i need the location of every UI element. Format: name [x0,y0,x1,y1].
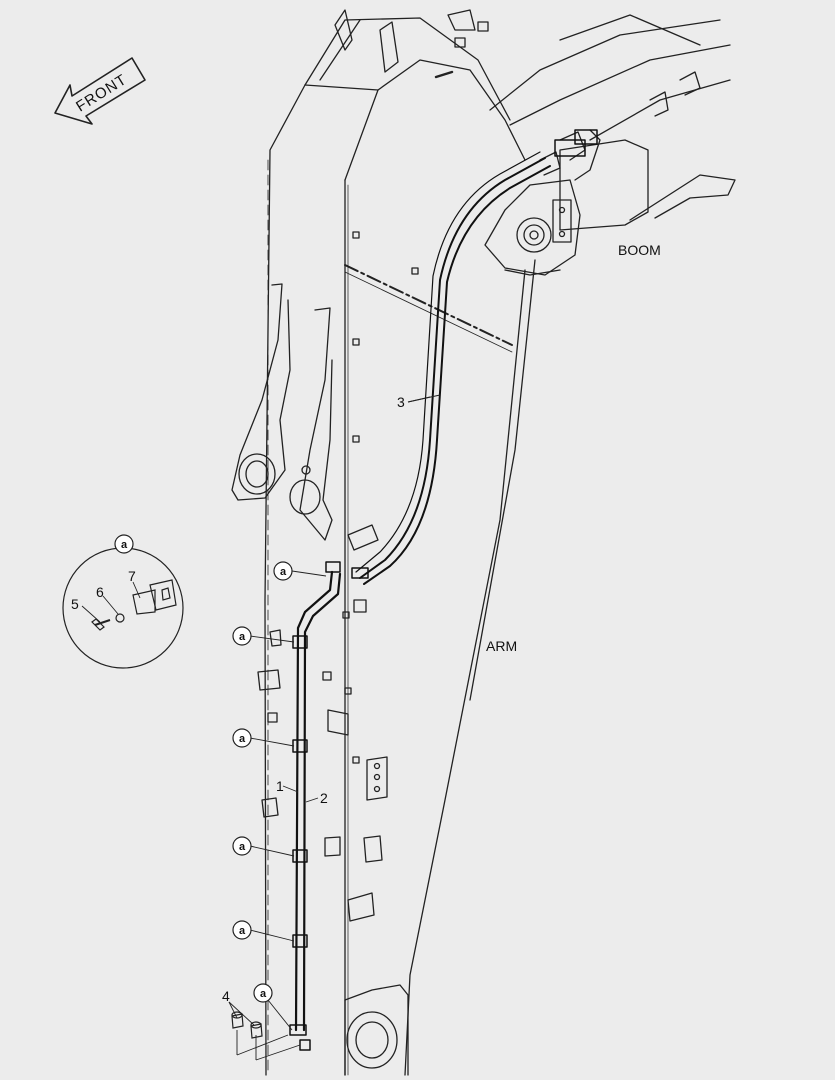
part-number-4: 4 [222,988,230,1004]
bolt-set [231,1011,263,1039]
svg-text:a: a [260,988,267,1000]
arm-label: ARM [486,638,517,654]
callout-a-inset: a [114,534,134,554]
callout-a-5: a [232,920,252,940]
part-number-3: 3 [397,394,405,410]
cylinder-bracket [231,283,333,541]
part-number-6: 6 [96,584,104,600]
hose-assembly [289,129,598,1051]
boom-label: BOOM [618,242,661,258]
svg-text:a: a [280,566,287,578]
svg-text:a: a [239,841,246,853]
svg-text:a: a [239,631,246,643]
arm-structure [257,9,536,1076]
part-number-2: 2 [320,790,328,806]
callout-a-2: a [232,626,252,646]
part-number-7: 7 [128,568,136,584]
boom-structure [484,14,736,276]
callout-markers: a a a a a a a [114,534,293,1003]
svg-text:a: a [239,733,246,745]
svg-text:a: a [121,539,128,551]
callout-a-3: a [232,728,252,748]
part-number-5: 5 [71,596,79,612]
callout-a-6: a [253,983,273,1003]
detail-inset [62,547,184,669]
svg-text:a: a [239,925,246,937]
front-arrow [54,57,146,125]
callout-a-4: a [232,836,252,856]
leader-lines [81,394,441,1061]
callout-a-1: a [273,561,293,581]
part-number-1: 1 [276,778,284,794]
